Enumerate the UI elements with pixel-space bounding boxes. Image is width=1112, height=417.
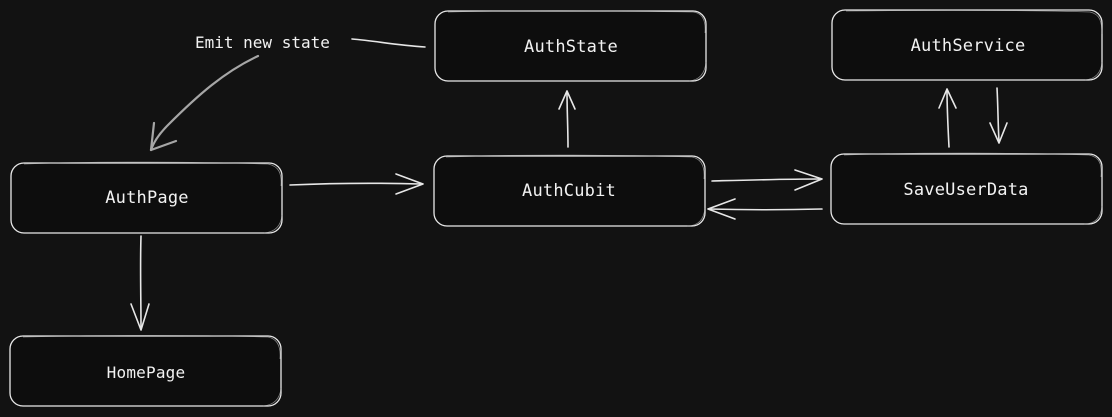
auth-service-sketch-stroke <box>845 9 1103 81</box>
home-page-sketch-stroke <box>22 335 282 407</box>
edge-save-user-data-auth-service-line <box>946 89 950 148</box>
edge-emit-new-state-arrow <box>149 54 260 152</box>
edge-save-user-data-to-auth-cubit <box>707 198 823 220</box>
save-user-data-sketch-stroke <box>843 152 1103 225</box>
edge-auth-cubit-to-save-user-data <box>711 169 823 191</box>
edge-auth-page-home-page-arrowhead <box>130 303 150 331</box>
edge-auth-state-to-auth-page <box>149 38 426 152</box>
edge-save-user-data-to-auth-service <box>938 88 957 148</box>
auth-cubit-sketch-stroke <box>445 154 706 227</box>
edge-auth-state-label-connector <box>351 38 426 48</box>
edge-auth-page-to-auth-cubit <box>289 173 424 195</box>
save-user-data-label: SaveUserData <box>903 180 1028 200</box>
edge-auth-cubit-auth-state-line <box>566 91 569 148</box>
edge-auth-cubit-to-auth-state <box>558 90 576 148</box>
edge-emit-new-state-arrowhead <box>149 121 178 152</box>
auth-service-label: AuthService <box>911 36 1026 56</box>
edge-auth-service-to-save-user-data <box>989 87 1008 144</box>
emit-new-state-label: Emit new state <box>195 33 330 52</box>
auth-state-label: AuthState <box>524 37 618 57</box>
edge-auth-cubit-auth-state-arrowhead <box>558 90 576 110</box>
node-auth-service: AuthService <box>831 9 1103 81</box>
node-auth-state: AuthState <box>434 10 707 82</box>
auth-state-sketch-stroke <box>447 10 707 82</box>
edge-save-user-data-auth-service-arrowhead <box>938 88 957 109</box>
node-save-user-data: SaveUserData <box>830 152 1103 225</box>
auth-cubit-box <box>433 155 706 227</box>
edge-auth-service-save-user-data-arrowhead <box>989 122 1008 144</box>
auth-page-sketch-stroke <box>23 161 283 234</box>
home-page-label: HomePage <box>107 363 186 382</box>
auth-page-label: AuthPage <box>105 188 188 208</box>
save-user-data-box <box>830 153 1103 225</box>
edge-auth-cubit-save-user-data-line <box>711 178 822 182</box>
edge-auth-page-to-home-page <box>130 235 150 331</box>
edge-save-user-data-auth-cubit-line <box>708 208 823 211</box>
edge-auth-page-auth-cubit-arrowhead <box>395 173 424 195</box>
home-page-box <box>9 335 282 407</box>
node-home-page: HomePage <box>9 335 282 407</box>
node-auth-cubit: AuthCubit <box>433 154 706 227</box>
node-auth-page: AuthPage <box>10 161 283 234</box>
edge-auth-service-save-user-data-line <box>996 87 1000 143</box>
edge-auth-page-auth-cubit-line <box>289 182 422 186</box>
auth-page-box <box>10 162 283 234</box>
auth-cubit-label: AuthCubit <box>522 181 616 201</box>
edge-auth-cubit-save-user-data-arrowhead <box>794 169 823 191</box>
edge-save-user-data-auth-cubit-arrowhead <box>707 198 736 220</box>
